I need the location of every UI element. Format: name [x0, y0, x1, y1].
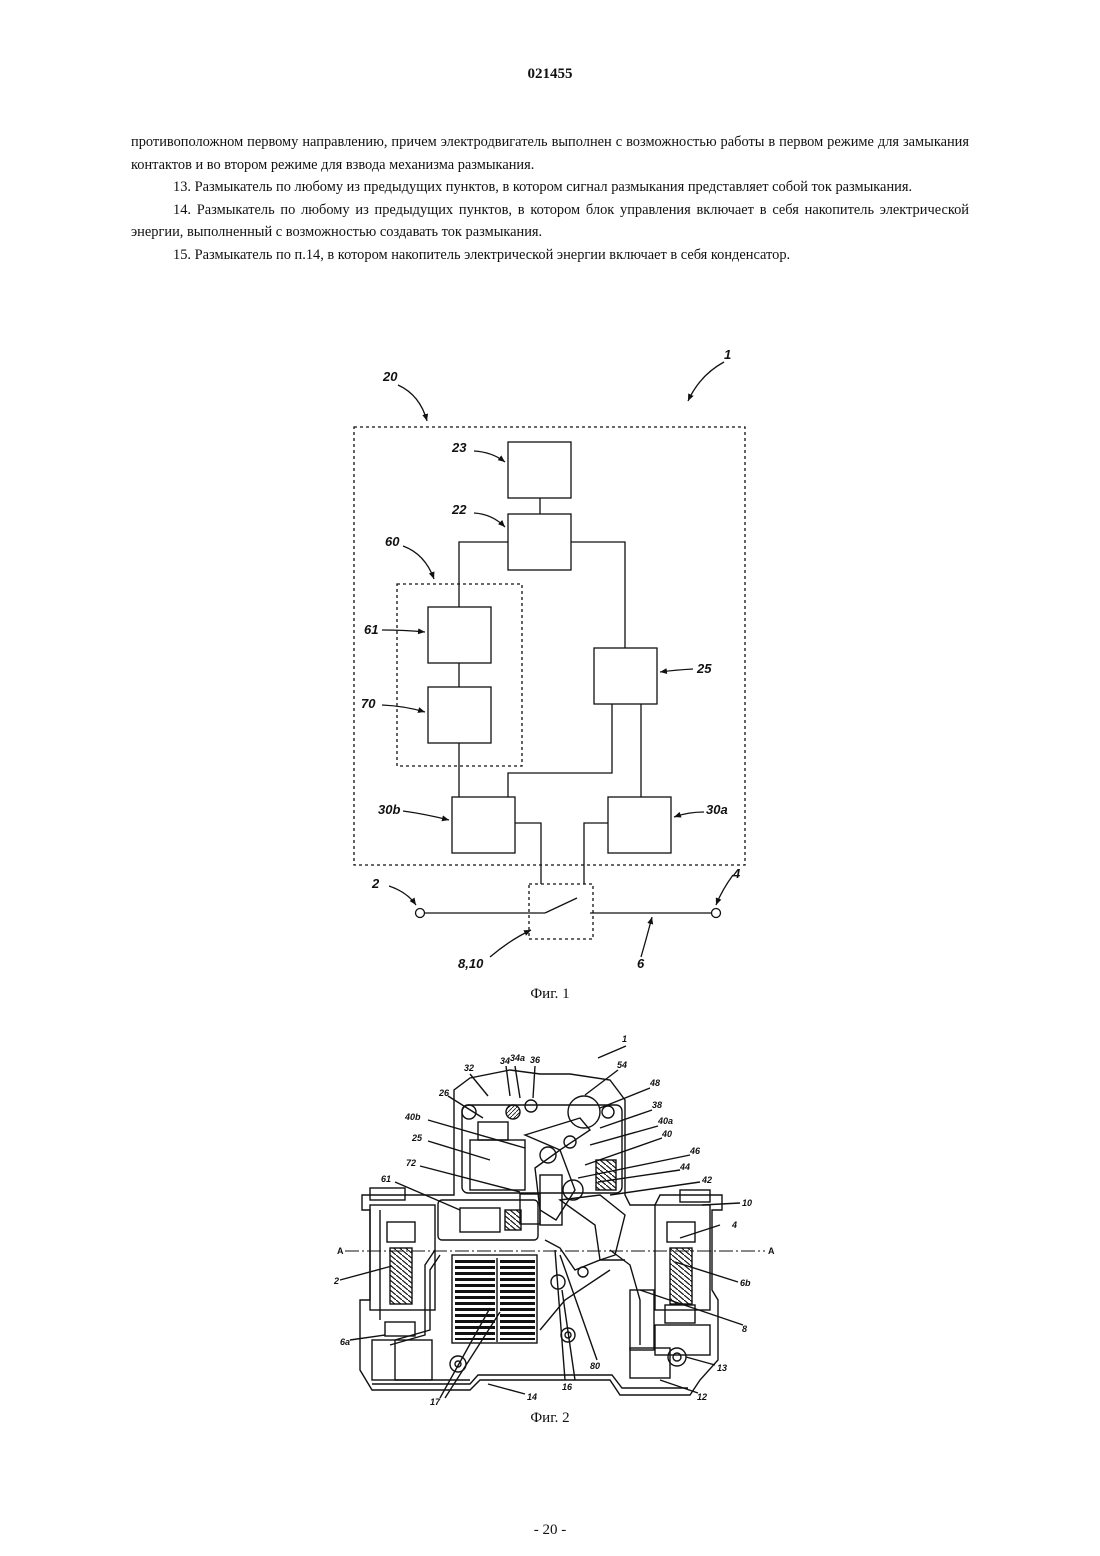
section-mark-left: A — [337, 1246, 344, 1256]
fig2-label-48: 48 — [649, 1078, 660, 1088]
fig2-label-26: 26 — [438, 1088, 450, 1098]
fig2-label-61: 61 — [381, 1174, 391, 1184]
screw-13 — [668, 1348, 686, 1366]
fig2-label-36: 36 — [530, 1055, 541, 1065]
figure-2-cross-section: 1 32 34 34a 36 54 48 26 38 40b 40a 25 40… — [0, 0, 1100, 1420]
fig2-label-42: 42 — [701, 1175, 712, 1185]
module-61 — [438, 1200, 538, 1240]
fig2-label-32: 32 — [464, 1063, 474, 1073]
fig2-label-12: 12 — [697, 1392, 707, 1402]
fig2-label-80: 80 — [590, 1361, 600, 1371]
fig2-label-1: 1 — [622, 1034, 627, 1044]
motor-25 — [470, 1140, 525, 1190]
fig2-label-40b: 40b — [404, 1112, 421, 1122]
fig2-label-72: 72 — [406, 1158, 416, 1168]
section-mark-right: A — [768, 1246, 775, 1256]
conductor-6b — [610, 1250, 640, 1345]
fig2-label-17: 17 — [430, 1397, 441, 1407]
fig2-label-25: 25 — [411, 1133, 423, 1143]
fig2-label-13: 13 — [717, 1363, 727, 1373]
fig2-label-54: 54 — [617, 1060, 627, 1070]
fig2-label-2: 2 — [333, 1276, 339, 1286]
fig2-label-6a: 6a — [340, 1337, 350, 1347]
fig2-label-14: 14 — [527, 1392, 537, 1402]
fig2-label-44: 44 — [679, 1162, 690, 1172]
fig2-label-38: 38 — [652, 1100, 662, 1110]
fig2-label-16: 16 — [562, 1382, 573, 1392]
fig2-label-4: 4 — [731, 1220, 737, 1230]
fig2-label-46: 46 — [689, 1146, 701, 1156]
fig2-label-34a: 34a — [510, 1053, 525, 1063]
fig2-label-34: 34 — [500, 1056, 510, 1066]
fig2-label-40a: 40a — [657, 1116, 673, 1126]
page-number: - 20 - — [0, 1522, 1100, 1539]
fig2-label-6b: 6b — [740, 1278, 751, 1288]
fig2-label-8: 8 — [742, 1324, 747, 1334]
figure-2-caption: Фиг. 2 — [0, 1410, 1100, 1427]
fig2-label-40: 40 — [661, 1129, 672, 1139]
fig2-label-10: 10 — [742, 1198, 752, 1208]
